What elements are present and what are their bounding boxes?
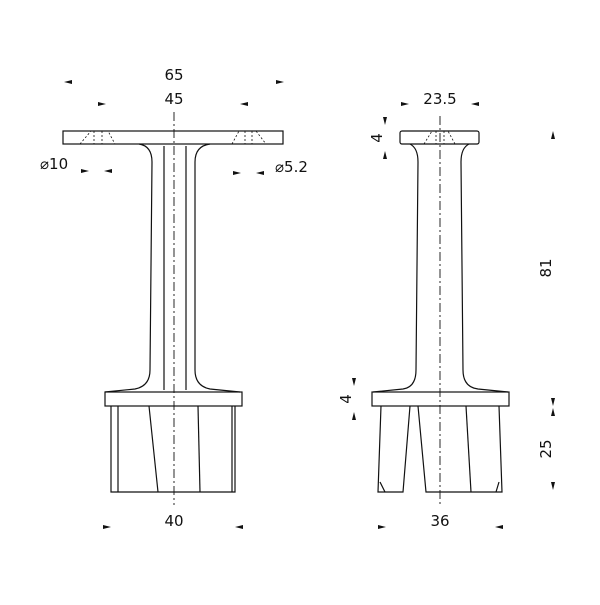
front-right-hole <box>244 131 253 144</box>
side-dimensions: 23.5 4 81 4 25 36 <box>337 90 555 530</box>
arrow-counterbore-left <box>81 169 89 173</box>
arrow-tube-front-right <box>235 525 243 529</box>
front-saddle-plate <box>62 130 284 145</box>
dim-saddle-width: 23.5 <box>423 90 456 108</box>
front-insert-tube <box>110 406 236 493</box>
dim-overall-width: 65 <box>164 66 183 84</box>
side-view <box>371 116 510 505</box>
dim-tube-width-side: 36 <box>430 512 449 530</box>
dim-tube-depth: 25 <box>537 439 555 458</box>
arrow-height-top <box>551 131 555 139</box>
arrow-tube-side-left <box>378 525 386 529</box>
arrow-spacing-right <box>240 102 248 106</box>
dim-flange-thickness: 4 <box>337 394 355 404</box>
arrow-depth-top <box>551 408 555 416</box>
arrow-saddle-thk-bottom <box>383 151 387 159</box>
arrow-flange-bottom <box>352 412 356 420</box>
arrow-flange-top <box>352 378 356 386</box>
side-tube-left-leg <box>377 405 411 493</box>
arrow-overall-left <box>64 80 72 84</box>
arrow-depth-bottom <box>551 482 555 490</box>
front-stem-left <box>104 143 153 393</box>
dim-hole: ⌀5.2 <box>275 158 308 176</box>
front-left-hole <box>93 131 103 144</box>
front-dimensions: 65 45 ⌀10 ⌀5.2 40 <box>40 66 308 530</box>
side-tube-right-body <box>417 405 503 493</box>
front-stem-inner <box>163 146 187 390</box>
dim-hole-spacing: 45 <box>164 90 183 108</box>
arrow-saddle-thk-top <box>383 117 387 125</box>
front-left-countersink <box>79 130 116 145</box>
arrow-tube-front-left <box>103 525 111 529</box>
side-countersink <box>423 130 456 145</box>
side-tube-groove <box>465 405 472 493</box>
arrow-hole-left <box>233 171 241 175</box>
side-saddle-plate <box>399 130 480 145</box>
arrow-hole-right <box>256 171 264 175</box>
front-view <box>62 112 284 505</box>
side-base-flange <box>371 391 510 407</box>
arrow-height-bottom <box>551 398 555 406</box>
side-stem-left <box>372 143 419 393</box>
arrow-spacing-left <box>98 102 106 106</box>
front-stem-right <box>194 143 241 393</box>
arrow-overall-right <box>276 80 284 84</box>
arrow-saddle-left <box>401 102 409 106</box>
arrow-counterbore-right <box>104 169 112 173</box>
front-slot-left <box>148 405 159 493</box>
front-base-flange <box>104 391 243 407</box>
arrow-saddle-right <box>471 102 479 106</box>
dim-counterbore: ⌀10 <box>40 155 68 173</box>
arrow-tube-side-right <box>495 525 503 529</box>
front-slot-right <box>197 405 201 493</box>
side-stem-right <box>460 143 509 393</box>
side-tube-chamfers <box>379 481 500 493</box>
dim-saddle-thickness: 4 <box>368 133 386 143</box>
dim-tube-width-front: 40 <box>164 512 183 530</box>
front-right-countersink <box>231 130 267 145</box>
dim-height: 81 <box>537 258 555 277</box>
